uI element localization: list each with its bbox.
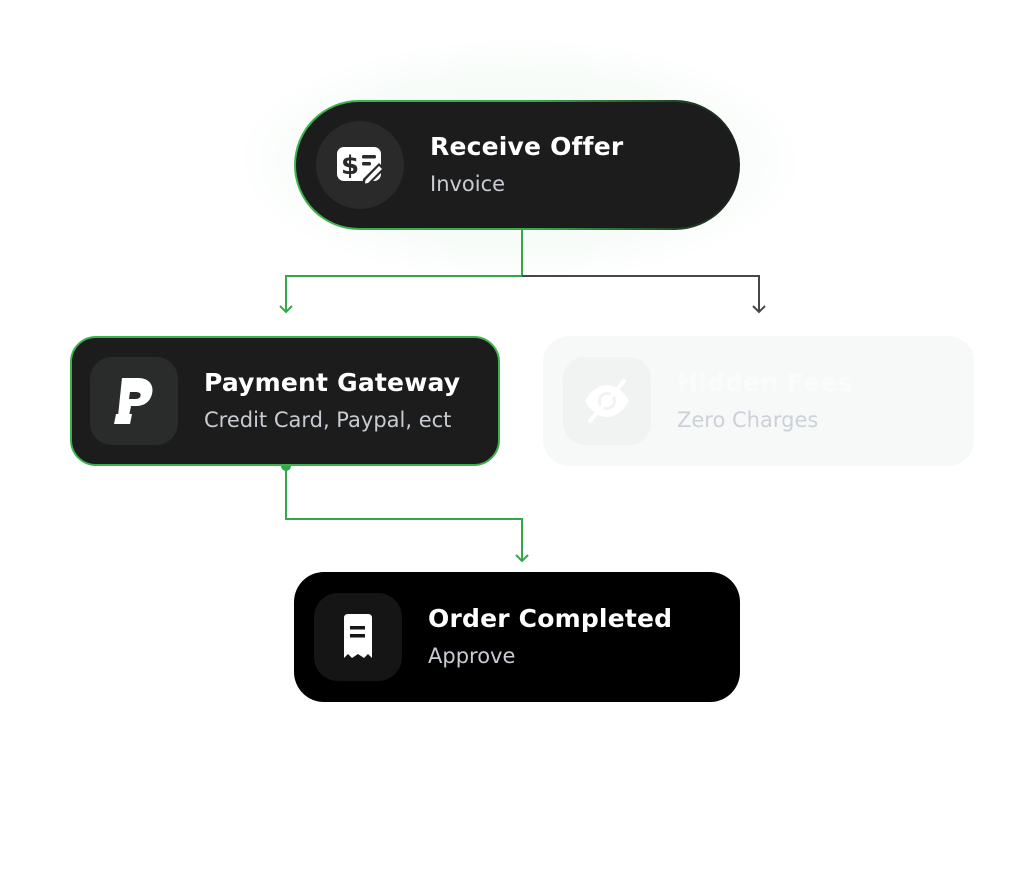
- node-subtitle: Credit Card, Paypal, ect: [204, 408, 452, 432]
- edge-payment-to-order: [285, 466, 523, 561]
- node-payment-gateway[interactable]: Payment Gateway Credit Card, Paypal, ect: [70, 336, 500, 466]
- node-icon-container: [563, 357, 651, 445]
- receipt-icon: [344, 614, 372, 658]
- eye-off-icon: [585, 379, 629, 423]
- node-icon-container: $: [316, 121, 404, 209]
- edge-offer-to-payment: [285, 230, 523, 312]
- svg-text:$: $: [341, 151, 359, 181]
- node-title: Receive Offer: [430, 132, 624, 161]
- invoice-edit-icon: $: [337, 147, 385, 186]
- node-title: Payment Gateway: [204, 368, 461, 397]
- arrow-head-hidden: [752, 305, 766, 314]
- node-icon-container: [314, 593, 402, 681]
- node-subtitle: Zero Charges: [677, 408, 819, 432]
- paypal-icon: [114, 378, 153, 424]
- node-subtitle: Approve: [428, 644, 516, 668]
- arrow-head-order: [515, 554, 529, 563]
- node-title: Order Completed: [428, 604, 673, 633]
- edge-offer-to-hidden: [522, 275, 760, 312]
- node-subtitle: Invoice: [430, 172, 506, 196]
- node-title: Hidden Fees: [677, 368, 853, 397]
- node-hidden-fees[interactable]: Hidden Fees Zero Charges: [543, 336, 974, 466]
- arrow-head-payment: [279, 305, 293, 314]
- node-icon-container: [90, 357, 178, 445]
- node-receive-offer[interactable]: $ Receive Offer Invoice: [294, 100, 740, 230]
- node-order-completed[interactable]: Order Completed Approve: [294, 572, 740, 702]
